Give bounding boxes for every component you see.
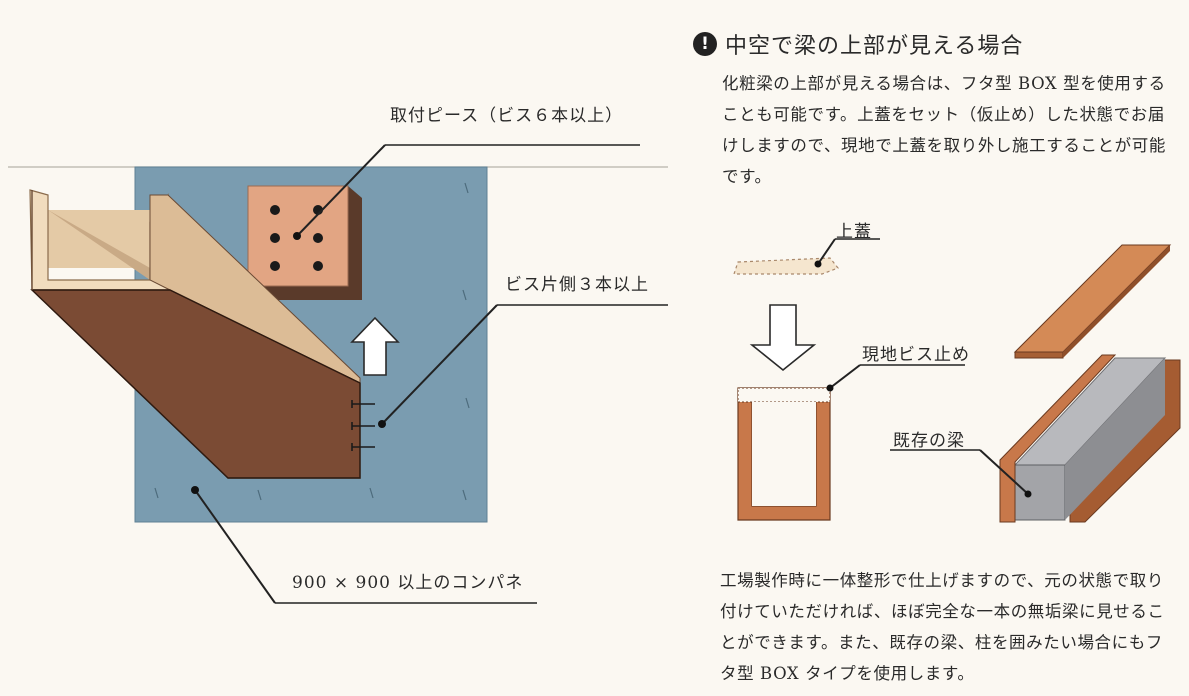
screw-icons: [351, 400, 375, 451]
exclamation-icon: !: [693, 32, 717, 56]
screw-fix-label: 現地ビス止め: [862, 345, 970, 365]
leader-lines: [191, 144, 668, 604]
left-diagram: [8, 144, 668, 604]
right-diagram: [733, 238, 1181, 523]
mounting-piece-label: 取付ピース（ビス６本以上）: [390, 106, 624, 126]
lid-label: 上蓋: [836, 222, 872, 242]
existing-beam-label: 既存の梁: [893, 431, 965, 451]
up-arrow-icon: [350, 316, 400, 376]
lid-board: [1013, 244, 1172, 359]
plywood-size-label: 900 × 900 以上のコンパネ: [292, 573, 524, 593]
lid-dashed-outline: [733, 257, 839, 275]
intro-paragraph: 化粧梁の上部が見える場合は、フタ型 BOX 型を使用することも可能です。上蓋をセ…: [722, 74, 1166, 186]
down-arrow-icon: [749, 304, 817, 372]
bottom-paragraph: 工場製作時に一体整形で仕上げますので、元の状態で取り付けていただければ、ほぼ完全…: [720, 571, 1165, 683]
box-cross-section: [737, 387, 831, 521]
page-title: 中空で梁の上部が見える場合: [725, 34, 1024, 59]
existing-beam: [1014, 464, 1066, 521]
mounting-piece: [247, 185, 362, 300]
section-heading: ! 中空で梁の上部が見える場合: [693, 26, 1023, 62]
existing-beam-box: [999, 354, 1181, 523]
u-beam: [29, 189, 361, 479]
screw-count-label: ビス片側３本以上: [505, 275, 649, 295]
